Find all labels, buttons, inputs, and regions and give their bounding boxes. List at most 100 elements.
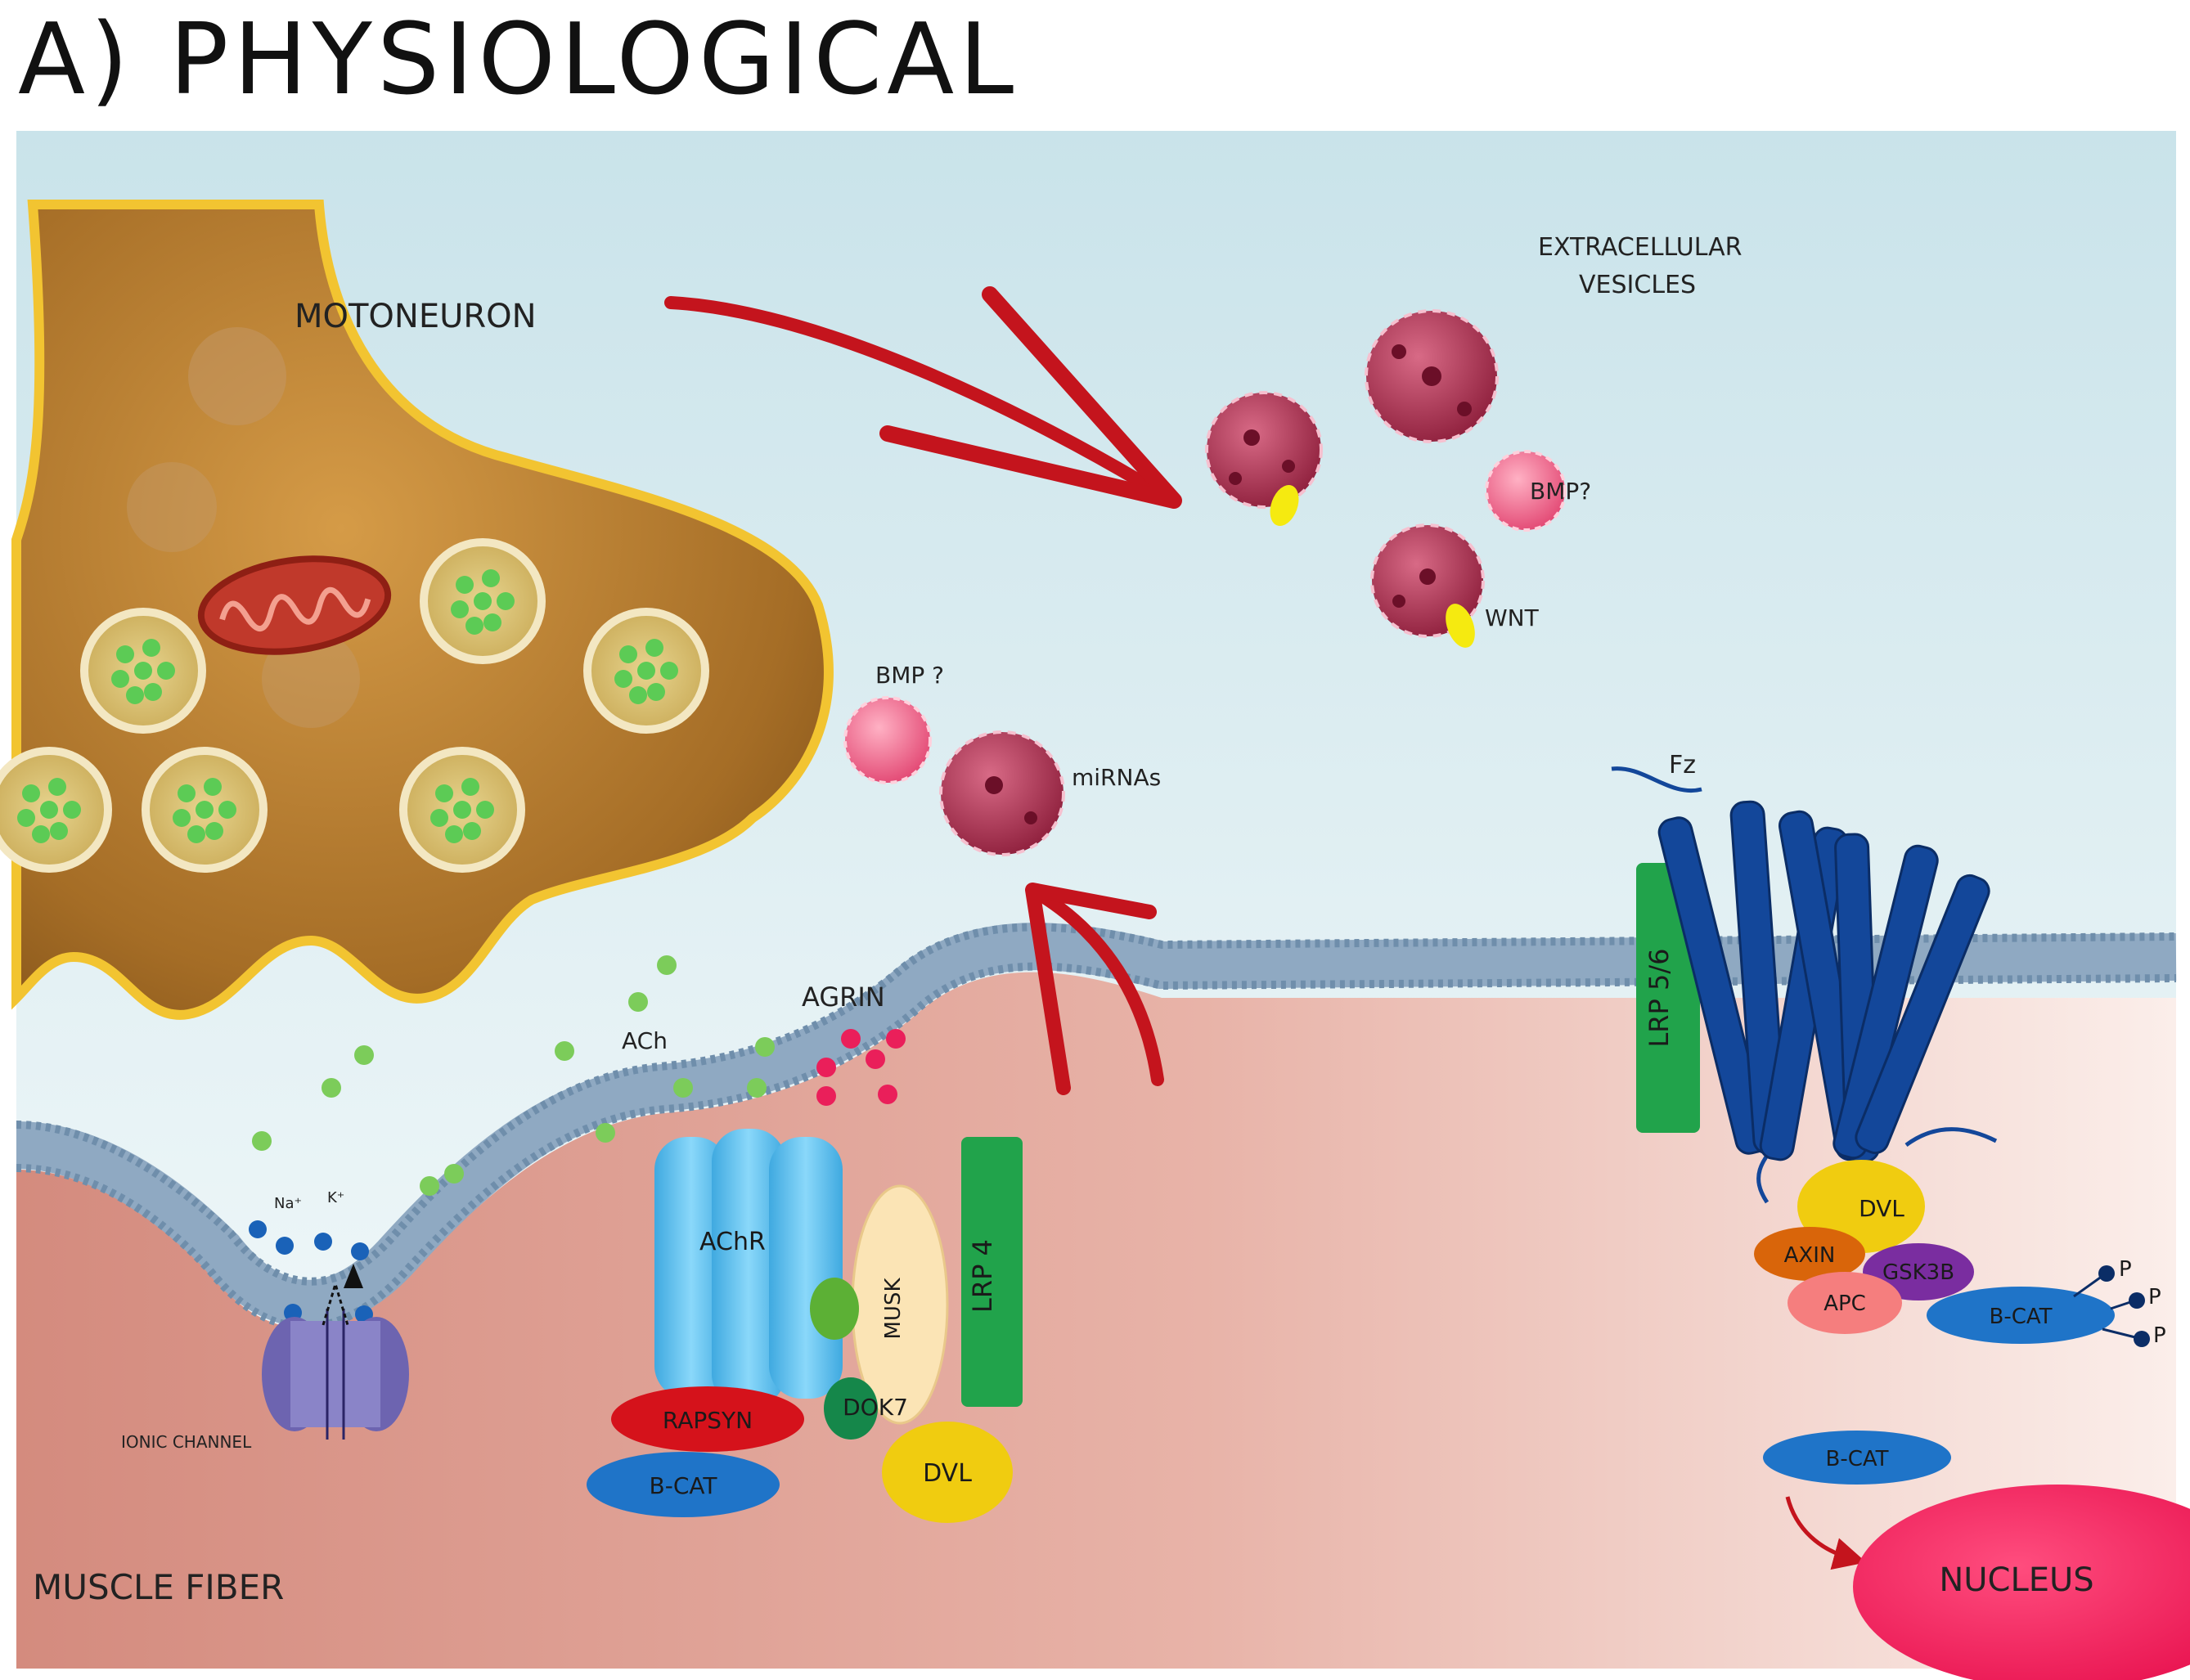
translocation-arrow (1785, 1496, 1867, 1570)
ach-in-vesicle (456, 576, 474, 594)
wnt-label: WNT (1485, 604, 1540, 631)
mitochondrion-cristae (219, 586, 371, 632)
axin-label: AXIN (1784, 1243, 1836, 1268)
ach-in-vesicle (451, 600, 469, 618)
b-catenin-phosphorylated-label: B-CAT (1989, 1305, 2052, 1329)
agrin-molecule (816, 1058, 836, 1077)
dok7 (824, 1377, 878, 1440)
ionic-channel-label: IONIC CHANNEL (121, 1432, 252, 1452)
release-arrow-top (664, 296, 1176, 505)
ach-in-vesicle (178, 784, 196, 802)
release-arrow-bottom (1028, 885, 1164, 1086)
svg-text:P: P (2148, 1285, 2161, 1309)
agrin-molecule (841, 1029, 861, 1049)
k-label: K⁺ (327, 1189, 344, 1206)
ach-in-vesicle (476, 801, 494, 819)
ach-in-vesicle (205, 822, 223, 840)
ach-in-vesicle (144, 683, 162, 701)
synaptic-vesicle (583, 608, 709, 734)
muscle-fiber-region (16, 972, 2176, 1669)
agrin-molecule (878, 1085, 897, 1104)
dok7-label: DOK7 (843, 1394, 908, 1421)
agrin-molecule (886, 1029, 906, 1049)
muscle-membrane (16, 923, 2177, 1327)
frizzled-receptor (1611, 766, 1998, 1204)
ach-in-vesicle (126, 686, 144, 704)
achr-receptor (654, 1129, 843, 1407)
motoneuron-label: MOTONEURON (295, 298, 537, 335)
agrin-molecule (866, 1049, 885, 1069)
mirna-vesicle (939, 730, 1065, 856)
release-arrow-bottom-head (1025, 883, 1157, 1095)
musk-binding-site (810, 1278, 859, 1340)
bmp-vesicle (1485, 450, 1567, 532)
lrp4-label: LRP 4 (967, 1239, 998, 1313)
synaptic-vesicle (399, 747, 525, 873)
phosphate-group: P (2110, 1285, 2161, 1310)
ach-molecule (322, 1078, 341, 1098)
svg-text:P: P (2119, 1257, 2132, 1282)
neuron-granule (127, 462, 217, 552)
panel-title: A) PHYSIOLOGICAL (18, 3, 1019, 117)
b-catenin-free-label: B-CAT (1825, 1447, 1888, 1471)
ach-in-vesicle (660, 662, 678, 680)
extracellular-vesicles-label-2: VESICLES (1579, 271, 1696, 299)
ach-molecule (673, 1078, 693, 1098)
dvl-right-label: DVL (1859, 1195, 1904, 1222)
acetylcholine-molecules (252, 955, 775, 1196)
ach-in-vesicle (204, 778, 222, 796)
ach-molecule (657, 955, 677, 975)
ach-in-vesicle (40, 801, 58, 819)
ach-in-vesicle (445, 825, 463, 843)
ach-in-vesicle (497, 592, 515, 610)
membrane-heads-inner (16, 962, 2177, 1332)
nucleus (1853, 1485, 2190, 1680)
na-label: Na⁺ (274, 1195, 302, 1212)
ion-molecule (276, 1237, 294, 1255)
lrp56-label: LRP 5/6 (1644, 948, 1675, 1047)
ach-molecule (747, 1078, 767, 1098)
ach-in-vesicle (218, 801, 236, 819)
dvl-left-label: DVL (923, 1459, 972, 1488)
ach-molecule (596, 1123, 615, 1143)
ach-in-vesicle (453, 801, 471, 819)
ach-molecule (555, 1041, 574, 1061)
ach-in-vesicle (196, 801, 214, 819)
ion-molecule (249, 1220, 267, 1238)
ach-in-vesicle (482, 569, 500, 587)
apc-label: APC (1824, 1291, 1866, 1316)
ach-in-vesicle (111, 670, 129, 688)
ach-label: ACh (622, 1027, 668, 1054)
ach-in-vesicle (50, 822, 68, 840)
b-catenin-free (1763, 1431, 1951, 1485)
apc (1788, 1272, 1902, 1334)
ach-in-vesicle (474, 592, 492, 610)
ach-in-vesicle (17, 809, 35, 827)
ach-molecule (755, 1037, 775, 1057)
ach-molecule (628, 992, 648, 1012)
release-arrow-top-head (879, 286, 1182, 509)
b-catenin-left (587, 1452, 780, 1517)
ach-in-vesicle (463, 822, 481, 840)
phosphate-group: P (2102, 1323, 2166, 1348)
ion-molecule (351, 1242, 369, 1260)
fz-label: Fz (1669, 751, 1696, 779)
ach-in-vesicle (637, 662, 655, 680)
ach-in-vesicle (32, 825, 50, 843)
synaptic-vesicle (80, 608, 206, 734)
ach-in-vesicle (461, 778, 479, 796)
ach-in-vesicle (157, 662, 175, 680)
ach-in-vesicle (614, 670, 632, 688)
extracellular-vesicle (1205, 391, 1323, 527)
ach-in-vesicle (435, 784, 453, 802)
agrin-molecule (816, 1086, 836, 1106)
b-catenin-left-label: B-CAT (650, 1472, 718, 1499)
ach-in-vesicle (647, 683, 665, 701)
membrane-heads-outer (16, 923, 2177, 1286)
extracellular-vesicles-label-1: EXTRACELLULAR (1538, 233, 1743, 262)
muscle-fiber-label: MUSCLE FIBER (33, 1567, 284, 1607)
musk-label: MUSK (881, 1278, 906, 1340)
ach-in-vesicle (142, 639, 160, 657)
bmp-label-top: BMP? (1530, 478, 1591, 505)
